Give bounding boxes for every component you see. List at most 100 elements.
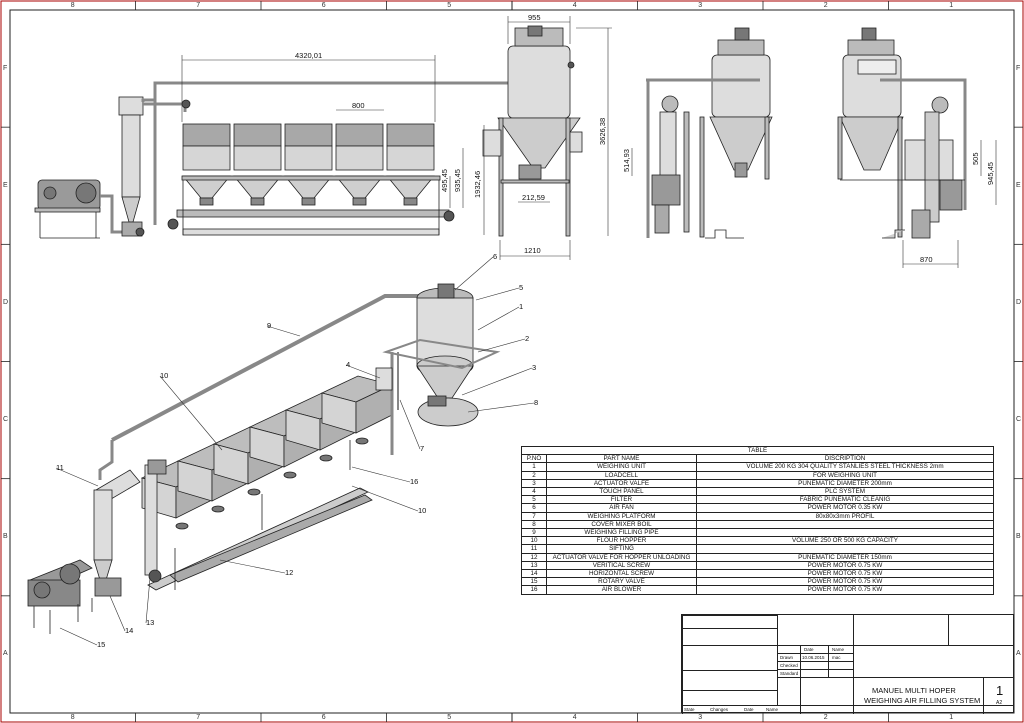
cell-part-name: ROTARY VALVE bbox=[546, 577, 697, 587]
cell-pno: 15 bbox=[521, 577, 547, 587]
cell-part-name: VERITICAL SCREW bbox=[546, 560, 697, 571]
zone-col-bottom: 6 bbox=[321, 714, 326, 721]
cell-description: FOR WEIGHING UNIT bbox=[696, 470, 994, 480]
cell-description: VOLUME 200 KG 304 QUALITY STANLIES STEEL… bbox=[696, 462, 994, 472]
callout-label: 1 bbox=[519, 302, 523, 311]
col-description: DISCRIPTION bbox=[696, 454, 994, 464]
cell-description: FABRIC PUNEMATIC CLEANIG bbox=[696, 495, 994, 505]
cell-description: POWER MOTOR 0.75 KW bbox=[696, 577, 994, 587]
callout-label: 2 bbox=[525, 334, 529, 343]
callout-leader bbox=[351, 485, 419, 512]
callout-leader bbox=[266, 325, 301, 337]
dimension-lines bbox=[181, 16, 997, 268]
cell-part-name: SIFTING bbox=[546, 544, 697, 554]
cell-description: POWER MOTOR 0.35 KW bbox=[696, 503, 994, 513]
cell-part-name: ACTUATOR VALVE FOR HOPPER UNLOADING bbox=[546, 552, 697, 562]
tb-state: State bbox=[684, 707, 695, 712]
cell-pno: 2 bbox=[521, 470, 547, 480]
rear-view bbox=[837, 27, 967, 239]
cell-description: 80x80x3mm PROFIL bbox=[696, 511, 994, 521]
callout-label: 5 bbox=[519, 283, 523, 292]
tb-checked: Checked bbox=[780, 663, 798, 668]
zone-col-bottom: 8 bbox=[70, 714, 75, 721]
zone-row-left: B bbox=[3, 533, 8, 541]
tb-col-date: Date bbox=[804, 647, 814, 652]
tb-changes: Changes bbox=[710, 707, 729, 712]
callout-label: 6 bbox=[493, 252, 497, 261]
dim-side-left: 514,93 bbox=[622, 149, 631, 172]
tb-drawn-name: mac bbox=[832, 655, 841, 660]
zone-row-right: B bbox=[1016, 533, 1021, 541]
callout-label: 11 bbox=[56, 463, 64, 472]
sheet-number: 1 bbox=[996, 683, 1004, 698]
cell-part-name: FILTER bbox=[546, 495, 697, 505]
callout-leader bbox=[475, 287, 520, 301]
cell-description bbox=[696, 519, 994, 530]
tb-name: Name bbox=[766, 707, 779, 712]
cell-part-name: AIR BLOWER bbox=[546, 585, 697, 595]
cell-description: POWER MOTOR 0.75 KW bbox=[696, 560, 994, 571]
zone-col-bottom: 1 bbox=[949, 714, 954, 721]
cell-description: VOLUME 250 OR 500 KG CAPACITY bbox=[696, 536, 994, 546]
cell-description: POWER MOTOR 0.75 KW bbox=[696, 585, 994, 595]
dim-d1: 495,45 bbox=[440, 169, 449, 192]
tb-col-name: Name bbox=[832, 647, 845, 652]
zone-row-left: A bbox=[3, 650, 8, 658]
callout-label: 14 bbox=[125, 626, 133, 635]
cell-part-name: FLOUR HOPPER bbox=[546, 536, 697, 546]
zone-row-left: F bbox=[3, 64, 8, 72]
callout-label: 8 bbox=[534, 398, 538, 407]
drawing-title-line1: MANUEL MULTI HOPER bbox=[872, 686, 956, 695]
dim-side-right2: 945,45 bbox=[986, 162, 995, 185]
dim-length: 4320,01 bbox=[295, 51, 322, 60]
zone-row-right: F bbox=[1016, 64, 1021, 72]
zone-col-bottom: 2 bbox=[823, 714, 828, 721]
table-title: TABLE bbox=[521, 445, 994, 456]
cell-pno: 4 bbox=[521, 487, 547, 497]
dimension-labels: 955 4320,01 800 495,45 935,45 1932,46 36… bbox=[295, 13, 995, 264]
col-part-name: PART NAME bbox=[546, 454, 697, 464]
callout-leader bbox=[477, 306, 520, 331]
cell-description: PLC SYSTEM bbox=[696, 487, 994, 497]
dim-hopper-spacing: 800 bbox=[352, 101, 365, 110]
cell-pno: 8 bbox=[521, 519, 547, 530]
sheet-size: A2 bbox=[996, 700, 1003, 706]
callout-label: 3 bbox=[532, 363, 536, 372]
callout-label: 16 bbox=[410, 477, 418, 486]
zone-col-top: 2 bbox=[823, 2, 828, 9]
dim-d3: 1932,46 bbox=[473, 171, 482, 198]
callout-label: 9 bbox=[267, 321, 271, 330]
zone-row-left: C bbox=[3, 416, 9, 424]
cell-part-name: ACTUATOR VALFE bbox=[546, 478, 697, 489]
cell-description bbox=[696, 528, 994, 538]
callout-label: 10 bbox=[160, 371, 168, 380]
zone-row-left: E bbox=[3, 181, 8, 189]
callout-label: 7 bbox=[420, 444, 424, 453]
tb-date: Date bbox=[744, 707, 754, 712]
zone-col-bottom: 3 bbox=[698, 714, 703, 721]
cell-pno: 13 bbox=[521, 560, 547, 571]
callout-leader bbox=[219, 559, 286, 574]
cell-pno: 9 bbox=[521, 528, 547, 538]
callout-leader bbox=[55, 467, 99, 487]
callout-leader bbox=[345, 364, 381, 379]
cell-pno: 12 bbox=[521, 552, 547, 562]
callout-leader bbox=[467, 402, 535, 413]
dim-height: 3626,38 bbox=[598, 118, 607, 145]
zone-col-top: 8 bbox=[70, 2, 75, 9]
cell-part-name: WEIGHING FILLING PIPE bbox=[546, 528, 697, 538]
side-view bbox=[646, 27, 773, 239]
cell-description: PUNEMATIC DIAMETER 200mm bbox=[696, 478, 994, 489]
callout-leader bbox=[59, 627, 98, 646]
tb-drawn-date: 10.06.2015 bbox=[802, 655, 825, 660]
